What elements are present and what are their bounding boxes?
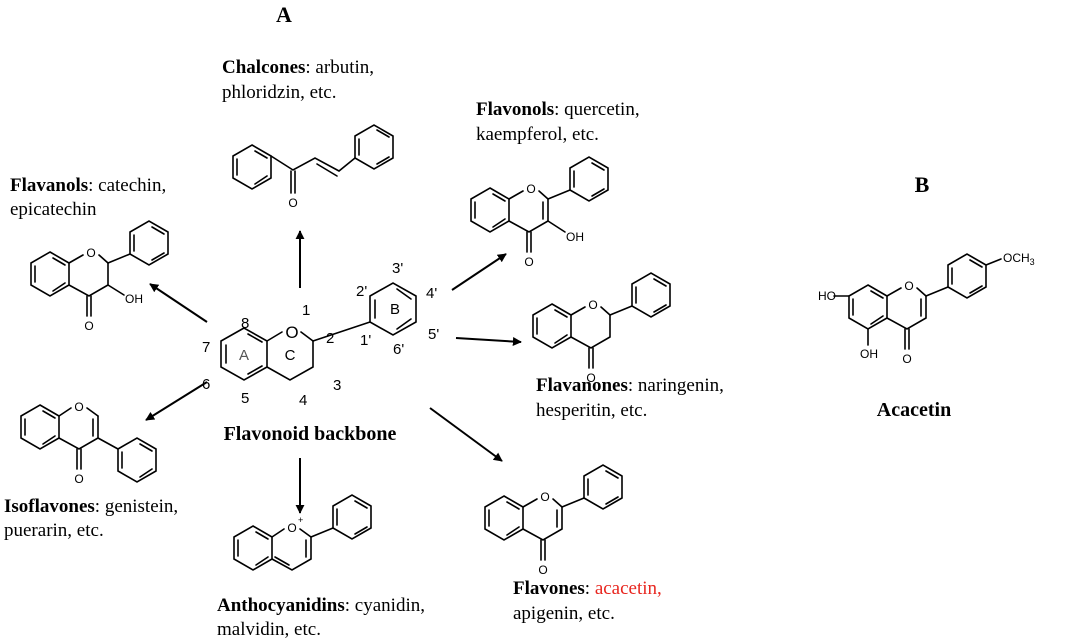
acacetin-ring-oxygen: O [904, 279, 913, 293]
position-5-prime: 5' [428, 326, 439, 343]
isoflavone-structure: O O [20, 400, 157, 486]
anthocyanidins-examples: malvidin, etc. [217, 619, 321, 640]
chalcone-oxygen: O [288, 196, 297, 210]
anthocyanidin-structure: O + [233, 494, 372, 571]
position-1-prime: 1' [360, 332, 371, 349]
backbone-title: Flavonoid backbone [224, 423, 397, 445]
flavanone-ring-oxygen: O [588, 298, 597, 312]
acacetin-keto-oxygen: O [902, 352, 911, 366]
flavanones-label: Flavanones: naringenin, [536, 375, 724, 396]
flavanols-examples: epicatechin [10, 199, 97, 220]
position-2: 2 [326, 330, 334, 347]
ring-label-c: C [285, 347, 296, 364]
chalcones-examples: phloridzin, etc. [222, 82, 337, 103]
position-4: 4 [299, 392, 307, 409]
position-5: 5 [241, 390, 249, 407]
flavanone-structure: O O [532, 272, 671, 385]
position-6: 6 [202, 376, 210, 393]
position-2-prime: 2' [356, 283, 367, 300]
anthocyanidin-oxygen: O [287, 521, 296, 535]
flavonoid-backbone-structure: O A C B 1 2 3 4 5 6 7 8 1' 2' 3' 4' 5' 6… [202, 260, 439, 409]
flavanones-examples: hesperitin, etc. [536, 400, 647, 421]
flavanol-structure: O O OH [30, 220, 169, 333]
flavanol-ring-oxygen: O [86, 246, 95, 260]
backbone-oxygen: O [285, 323, 298, 342]
acacetin-hydroxyl-7: HO [818, 289, 836, 303]
position-8: 8 [241, 315, 249, 332]
position-3: 3 [333, 377, 341, 394]
flavones-label: Flavones: acacetin, [513, 578, 662, 599]
position-7: 7 [202, 339, 210, 356]
anthocyanidins-label: Anthocyanidins: cyanidin, [217, 595, 425, 616]
flavones-highlight-acacetin: acacetin, [595, 578, 662, 599]
arrow-to-flavones [429, 407, 503, 462]
flavonols-examples: kaempferol, etc. [476, 124, 599, 145]
position-4-prime: 4' [426, 285, 437, 302]
flavone-keto-oxygen: O [538, 563, 547, 577]
position-6-prime: 6' [393, 341, 404, 358]
acacetin-hydroxyl-5: OH [860, 347, 878, 361]
flavonol-ring-oxygen: O [526, 182, 535, 196]
isoflavone-ring-oxygen: O [74, 400, 83, 414]
isoflavone-keto-oxygen: O [74, 472, 83, 486]
flavone-structure: O O [484, 464, 623, 577]
chalcone-structure: O [232, 124, 394, 210]
ring-label-a: A [239, 347, 249, 364]
arrow-to-flavonols [451, 253, 507, 291]
flavanol-hydroxyl: OH [125, 292, 143, 306]
position-1: 1 [302, 302, 310, 319]
flavanone-keto-oxygen: O [586, 371, 595, 385]
flavonols-label: Flavonols: quercetin, [476, 99, 640, 120]
arrow-to-isoflavones [145, 381, 208, 421]
chalcones-label: Chalcones: arbutin, [222, 57, 374, 78]
flavones-examples: apigenin, etc. [513, 603, 615, 624]
ring-label-b: B [390, 301, 400, 318]
flavonol-hydroxyl: OH [566, 230, 584, 244]
flavone-ring-oxygen: O [540, 490, 549, 504]
flavanol-keto-oxygen: O [84, 319, 93, 333]
arrow-to-flavanols [149, 283, 208, 323]
anthocyanidin-charge: + [298, 515, 303, 525]
panel-label-b: B [915, 172, 930, 197]
isoflavones-label: Isoflavones: genistein, [4, 496, 178, 517]
arrow-to-flavanones [455, 337, 522, 346]
conversion-arrows [145, 230, 522, 514]
isoflavones-examples: puerarin, etc. [4, 520, 104, 541]
flavanols-label: Flavanols: catechin, [10, 175, 166, 196]
panel-label-a: A [276, 2, 292, 27]
acacetin-methoxy: OCH3 [1003, 251, 1035, 267]
position-3-prime: 3' [392, 260, 403, 277]
acacetin-name: Acacetin [877, 399, 951, 421]
flavonol-keto-oxygen: O [524, 255, 533, 269]
acacetin-structure: O O HO OH OCH3 [818, 251, 1035, 366]
flavonol-structure: O O OH [470, 156, 609, 269]
